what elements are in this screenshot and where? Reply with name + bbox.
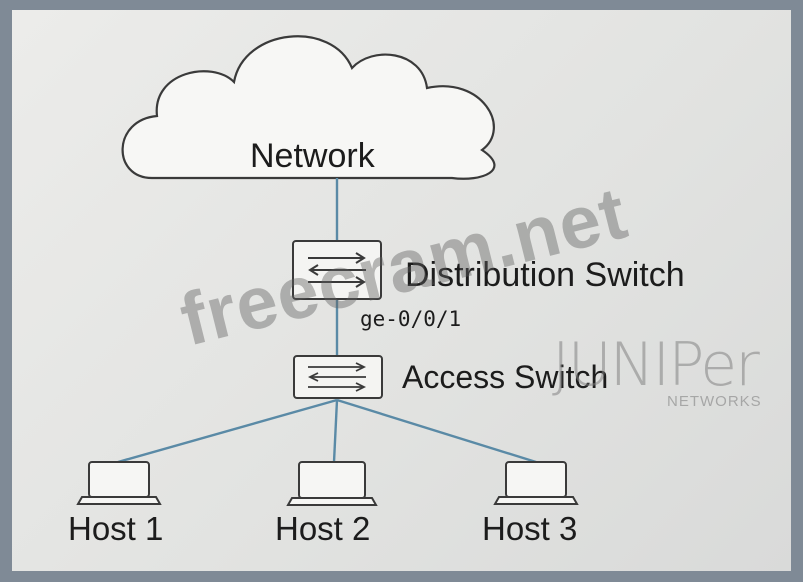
network-diagram-photo: Network Distribution Switch ge-0/0/1 Acc… [12, 10, 791, 571]
host3-label: Host 3 [482, 510, 578, 547]
host1-label: Host 1 [68, 510, 164, 547]
link-access-to-host3 [336, 398, 537, 464]
host1-laptop-icon [76, 461, 162, 505]
distribution-switch-label: Distribution Switch [405, 256, 685, 294]
interface-label: ge-0/0/1 [360, 307, 462, 331]
cloud-label: Network [250, 137, 375, 175]
host2-laptop-icon [286, 461, 378, 506]
network-cloud [121, 35, 496, 180]
distribution-switch-icon [292, 240, 382, 300]
link-access-to-host1 [117, 398, 338, 464]
juniper-logo-subtext: NETWORKS [667, 393, 762, 410]
host3-laptop-icon [493, 461, 579, 505]
link-access-to-host2 [332, 399, 339, 463]
host2-label: Host 2 [275, 510, 371, 547]
topology-drawing [76, 35, 579, 506]
access-switch-icon [293, 355, 383, 399]
access-switch-label: Access Switch [402, 359, 609, 395]
juniper-logo: JUNIPer [552, 330, 760, 400]
